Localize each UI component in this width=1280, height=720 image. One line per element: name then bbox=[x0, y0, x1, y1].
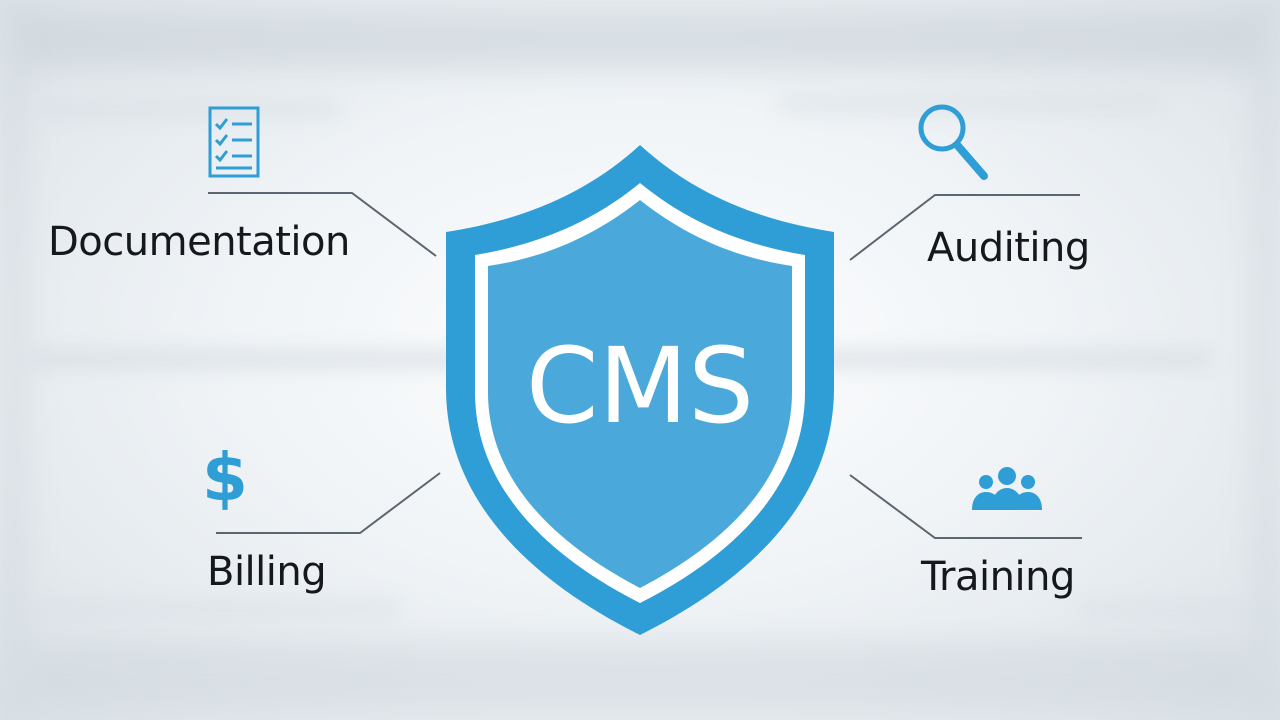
background-line bbox=[1080, 600, 1240, 618]
background-block bbox=[30, 640, 1250, 710]
label-billing: Billing bbox=[207, 549, 327, 595]
connector-billing bbox=[216, 472, 441, 534]
dollar-icon: $ bbox=[202, 439, 248, 516]
background-block bbox=[1250, 0, 1280, 720]
magnifier-icon bbox=[918, 104, 988, 180]
label-documentation: Documentation bbox=[48, 219, 350, 265]
shield-inner bbox=[488, 200, 792, 588]
shield-text: CMS bbox=[526, 325, 754, 447]
connector-lines bbox=[208, 192, 1082, 539]
connector-auditing bbox=[849, 194, 1080, 261]
background-line bbox=[40, 100, 340, 118]
background-line bbox=[780, 95, 1160, 113]
checklist-icon bbox=[208, 106, 260, 178]
label-auditing: Auditing bbox=[927, 225, 1090, 271]
background-block bbox=[0, 0, 30, 720]
background-block bbox=[20, 10, 1260, 70]
connector-documentation bbox=[208, 192, 437, 257]
label-training: Training bbox=[921, 554, 1075, 600]
people-group-icon bbox=[972, 467, 1042, 510]
svg-text:$: $ bbox=[202, 439, 248, 516]
background-line bbox=[40, 600, 400, 618]
connector-training bbox=[849, 474, 1082, 539]
cms-shield: CMS bbox=[446, 145, 834, 635]
